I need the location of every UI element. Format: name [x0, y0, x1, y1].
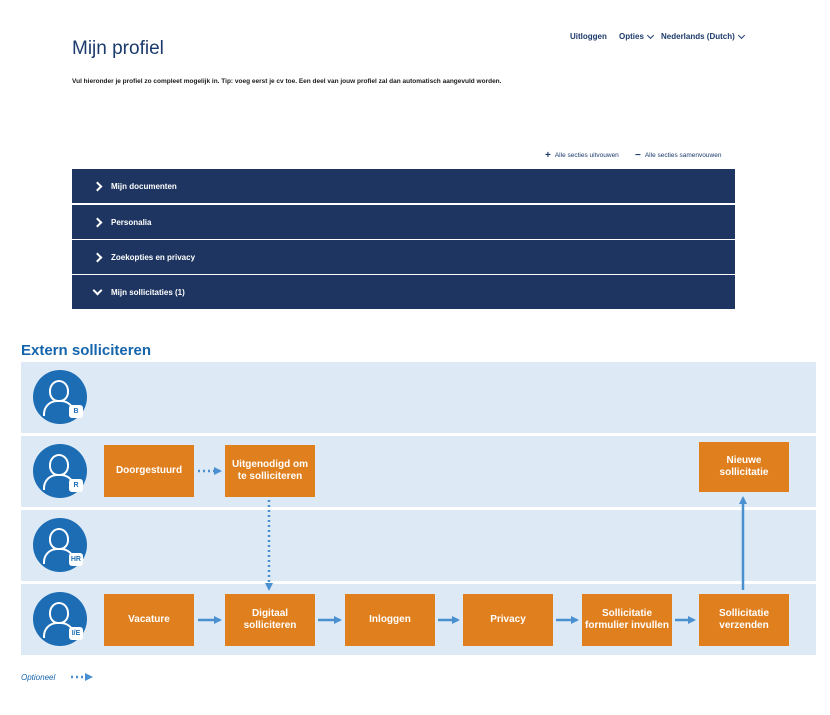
collapse-all-label: Alle secties samenvouwen: [644, 152, 722, 159]
language-label: Nederlands (Dutch): [661, 32, 735, 41]
section-label: Personalia: [111, 217, 152, 227]
expand-all-label: Alle secties uitvouwen: [554, 152, 619, 159]
chevron-down-icon: [646, 31, 654, 39]
section-personalia[interactable]: Personalia: [72, 205, 735, 239]
collapse-all-button[interactable]: − Alle secties samenvouwen: [635, 150, 721, 161]
role-tag: I/E: [69, 627, 83, 640]
box-nieuwe-sollicitatie: Nieuwe sollicitatie: [699, 442, 789, 492]
chevron-right-icon: [92, 217, 103, 227]
section-zoekopties-privacy[interactable]: Zoekopties en privacy: [72, 240, 735, 274]
section-mijn-sollicitaties[interactable]: Mijn sollicitaties (1): [72, 275, 735, 309]
logout-link[interactable]: Uitloggen: [570, 32, 607, 41]
section-label: Zoekopties en privacy: [111, 252, 196, 262]
box-sollicitatie-verzenden: Sollicitatie verzenden: [699, 594, 789, 646]
options-menu[interactable]: Opties: [619, 31, 654, 41]
chevron-right-icon: [92, 252, 103, 262]
plus-icon: +: [545, 150, 551, 161]
intro-text: Vul hieronder je profiel zo compleet mog…: [72, 78, 502, 85]
diagram-title: Extern solliciteren: [21, 342, 152, 359]
legend-label: Optioneel: [21, 673, 56, 682]
role-tag: R: [69, 479, 83, 492]
chevron-right-icon: [92, 181, 103, 191]
box-uitgenodigd: Uitgenodigd om te solliciteren: [225, 445, 315, 497]
user-avatar-icon: I/E: [33, 592, 87, 646]
options-label: Opties: [619, 32, 644, 41]
box-doorgestuurd: Doorgestuurd: [104, 445, 194, 497]
section-label: Mijn sollicitaties (1): [111, 287, 185, 297]
chevron-down-icon: [737, 31, 745, 39]
box-vacature: Vacature: [104, 594, 194, 646]
expand-all-button[interactable]: + Alle secties uitvouwen: [545, 150, 619, 161]
role-tag: B: [69, 405, 83, 418]
lane-hr: [21, 510, 816, 581]
chevron-down-icon: [92, 285, 103, 296]
role-tag: HR: [68, 553, 83, 566]
box-inloggen: Inloggen: [345, 594, 435, 646]
minus-icon: −: [635, 150, 641, 161]
box-digitaal-solliciteren: Digitaal solliciteren: [225, 594, 315, 646]
user-avatar-icon: B: [33, 370, 87, 424]
section-mijn-documenten[interactable]: Mijn documenten: [72, 169, 735, 203]
page-title: Mijn profiel: [72, 38, 164, 59]
language-menu[interactable]: Nederlands (Dutch): [661, 31, 745, 41]
box-formulier-invullen: Sollicitatie formulier invullen: [582, 594, 672, 646]
section-label: Mijn documenten: [111, 181, 177, 191]
user-avatar-icon: R: [33, 444, 87, 498]
lane-b: [21, 362, 816, 433]
box-privacy: Privacy: [463, 594, 553, 646]
logout-label: Uitloggen: [570, 32, 607, 41]
user-avatar-icon: HR: [33, 518, 87, 572]
